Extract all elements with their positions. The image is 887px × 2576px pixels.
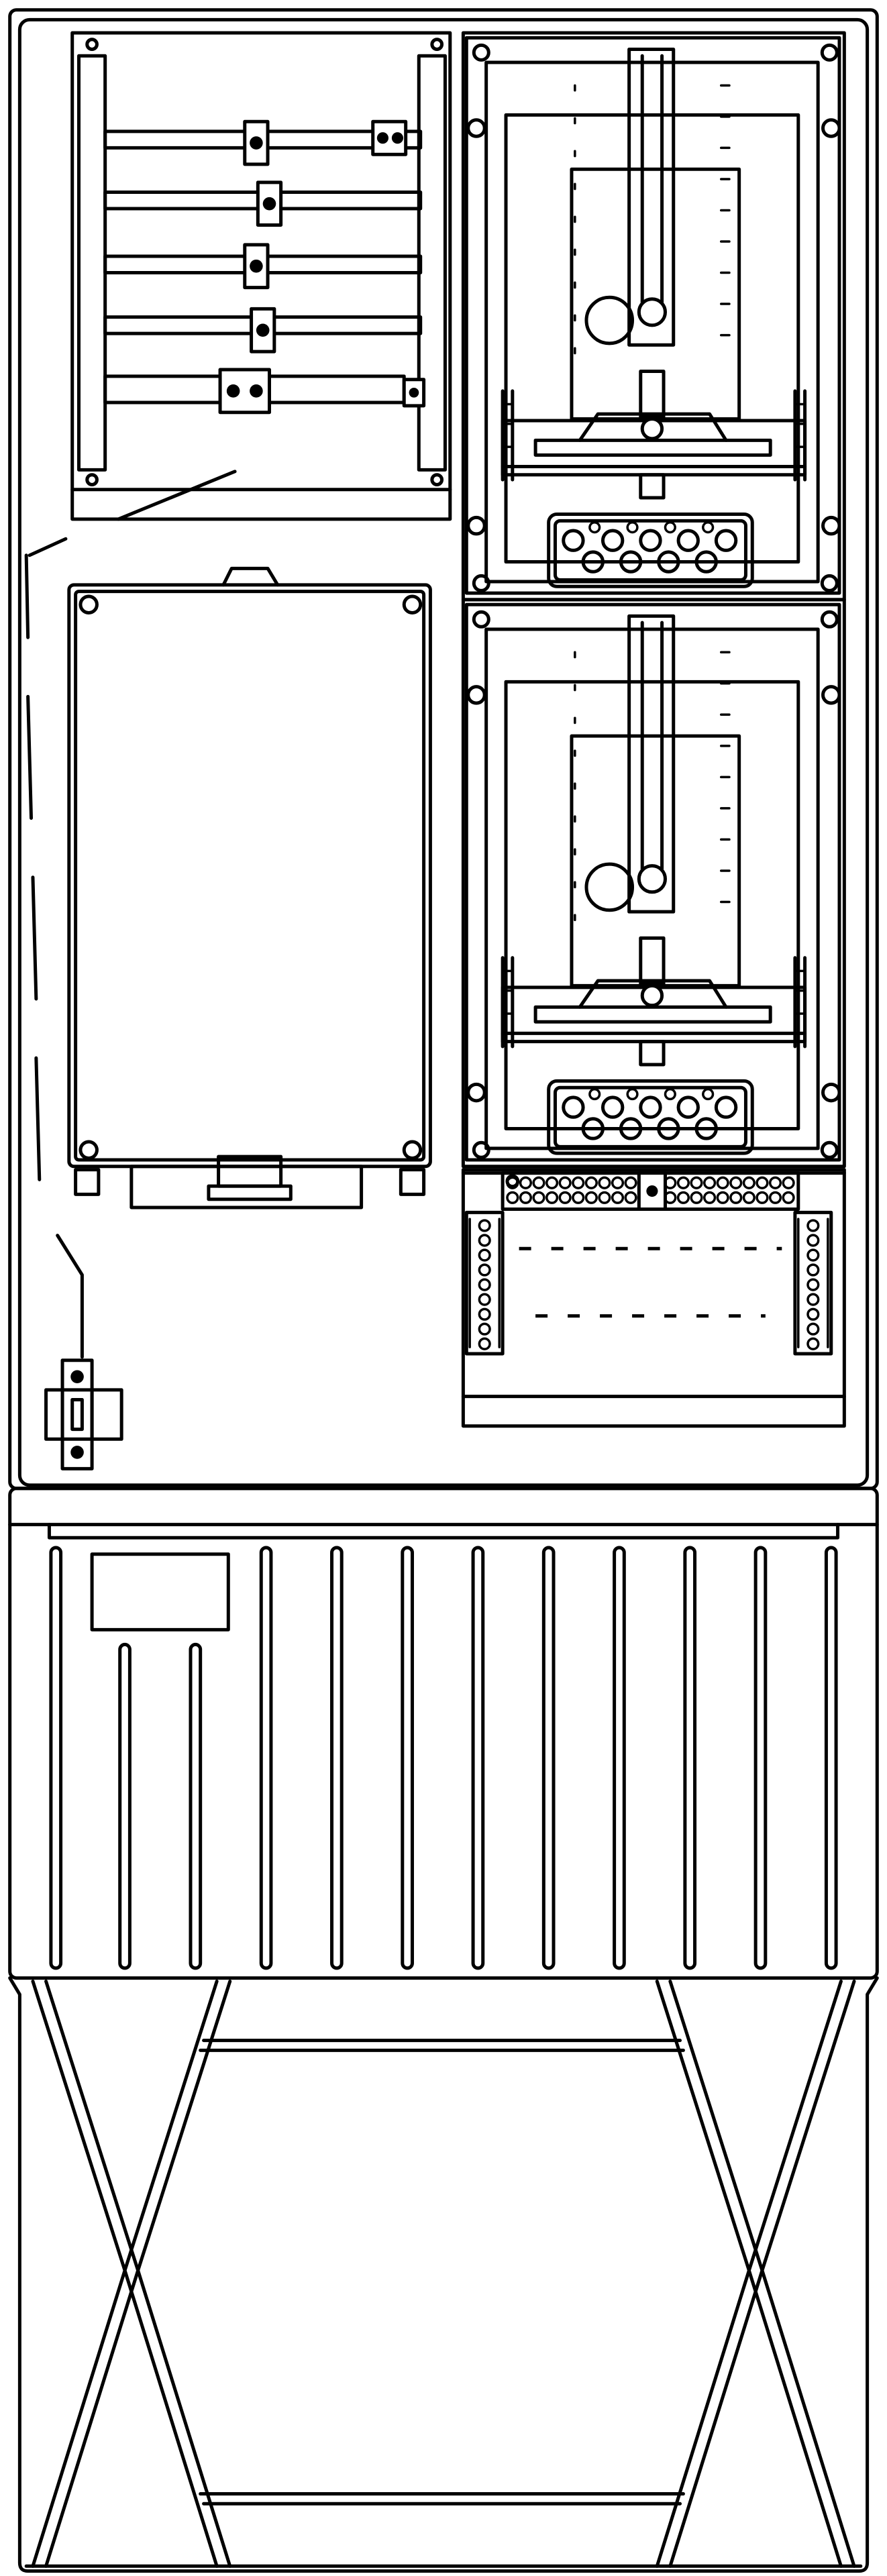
circuit-breaker <box>46 1236 122 1469</box>
meter-panel-1 <box>463 33 844 600</box>
door-swing-line <box>26 472 235 1180</box>
lower-cover-panel <box>10 1489 878 1978</box>
enclosure-box <box>69 568 431 1208</box>
terminal-column-left <box>466 1212 503 1354</box>
label-field <box>92 1554 228 1630</box>
connection-compartment <box>463 1170 844 1426</box>
terminal-row-top <box>507 1173 794 1210</box>
base-plinth <box>10 1978 878 2571</box>
distribution-board <box>72 33 450 519</box>
meter-panel-2 <box>463 600 844 1167</box>
ventilation-ribs <box>51 1548 836 1968</box>
terminal-column-right <box>795 1212 831 1354</box>
